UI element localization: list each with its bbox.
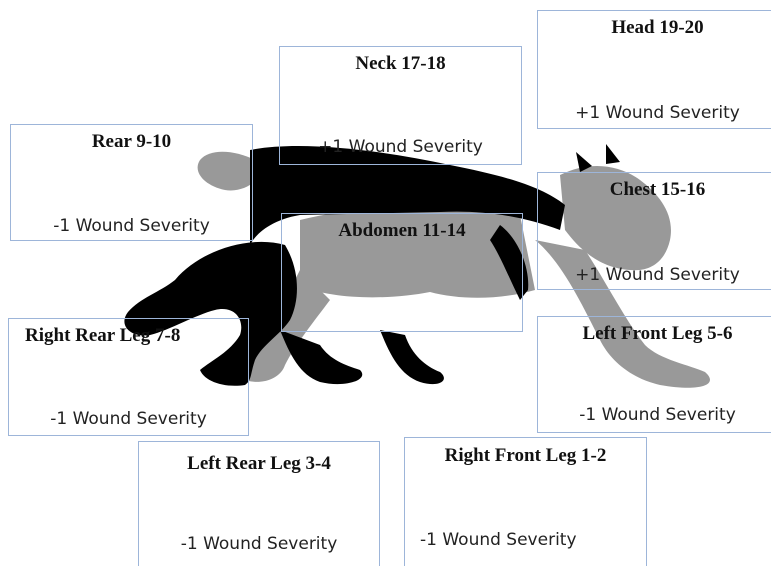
zone-neck-effect: +1 Wound Severity xyxy=(280,137,521,157)
zone-chest-title: Chest 15-16 xyxy=(538,179,771,201)
zone-left-rear-leg: Left Rear Leg 3-4 -1 Wound Severity xyxy=(138,441,380,566)
zone-abdomen-title: Abdomen 11-14 xyxy=(282,220,522,242)
zone-head: Head 19-20 +1 Wound Severity xyxy=(537,10,771,129)
zone-left-front-leg-title: Left Front Leg 5-6 xyxy=(538,323,771,345)
zone-neck: Neck 17-18 +1 Wound Severity xyxy=(279,46,522,165)
zone-right-rear-leg-title: Right Rear Leg 7-8 xyxy=(25,325,180,347)
zone-rear-effect: -1 Wound Severity xyxy=(11,216,252,236)
zone-left-rear-leg-effect: -1 Wound Severity xyxy=(139,534,379,554)
zone-left-front-leg: Left Front Leg 5-6 -1 Wound Severity xyxy=(537,316,771,433)
zone-right-rear-leg: Right Rear Leg 7-8 -1 Wound Severity xyxy=(8,318,249,436)
zone-neck-title: Neck 17-18 xyxy=(280,53,521,75)
zone-chest: Chest 15-16 +1 Wound Severity xyxy=(537,172,771,290)
zone-right-front-leg: Right Front Leg 1-2 -1 Wound Severity xyxy=(404,437,647,566)
zone-right-front-leg-effect: -1 Wound Severity xyxy=(420,530,577,550)
zone-right-front-leg-title: Right Front Leg 1-2 xyxy=(405,445,646,467)
zone-right-rear-leg-effect: -1 Wound Severity xyxy=(9,409,248,429)
zone-left-rear-leg-title: Left Rear Leg 3-4 xyxy=(139,453,379,475)
zone-rear: Rear 9-10 -1 Wound Severity xyxy=(10,124,253,241)
zone-abdomen: Abdomen 11-14 xyxy=(281,213,523,332)
zone-left-front-leg-effect: -1 Wound Severity xyxy=(538,405,771,425)
zone-head-title: Head 19-20 xyxy=(538,17,771,39)
zone-rear-title: Rear 9-10 xyxy=(11,131,252,153)
zone-chest-effect: +1 Wound Severity xyxy=(538,265,771,285)
zone-head-effect: +1 Wound Severity xyxy=(538,103,771,123)
